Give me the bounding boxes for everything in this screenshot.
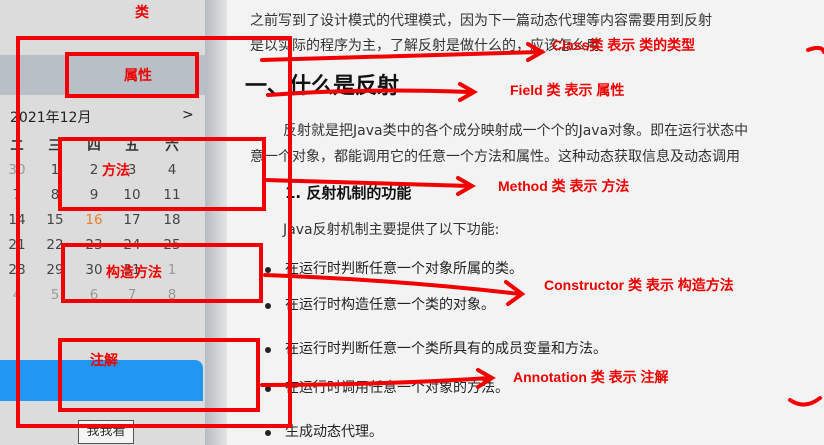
arrow-class [260, 50, 542, 62]
calendar-day[interactable]: 17 [123, 212, 141, 228]
calendar-day[interactable]: 11 [163, 187, 181, 203]
calendar-day[interactable]: 31 [123, 262, 141, 278]
bullet-dot [265, 303, 271, 309]
arrowhead [458, 82, 479, 102]
calendar-day[interactable]: 9 [89, 187, 99, 203]
calendar-day[interactable]: 8 [50, 187, 60, 203]
calendar-day[interactable]: 22 [46, 237, 64, 253]
calendar-day[interactable]: 8 [167, 287, 177, 303]
calendar-next-button[interactable]: > [182, 107, 194, 123]
calendar-day[interactable]: 3 [127, 162, 137, 178]
annotation-label-field: 属性 [124, 68, 152, 84]
calendar-day[interactable]: 2 [89, 162, 99, 178]
scribble [806, 45, 824, 54]
sidebar: 2021年12月 > 二 三 四 五 六 30 1 2 3 4 7 8 9 10… [0, 0, 212, 445]
annotation-class-label: 类 [135, 5, 149, 21]
annotation-label-method: 方法 [102, 163, 130, 179]
calendar-day[interactable]: 1 [167, 262, 177, 278]
definition-line-1: 反射就是把Java类中的各个成分映射成一个个的Java对象。即在运行状态中 [283, 123, 749, 139]
note-constructor: Constructor 类 表示 构造方法 [544, 277, 734, 293]
bullet-dot [265, 386, 271, 392]
sidebar-blue-banner[interactable] [0, 360, 203, 401]
calendar-day[interactable]: 10 [123, 187, 141, 203]
arrowhead [456, 176, 477, 196]
sidebar-divider [205, 0, 227, 445]
arrowhead [476, 368, 496, 389]
bullet-dot [265, 267, 271, 273]
calendar-weekday: 六 [165, 138, 179, 154]
calendar-day-today[interactable]: 16 [85, 212, 103, 228]
annotation-box-annotation [58, 338, 260, 412]
note-method: Method 类 表示 方法 [498, 178, 630, 194]
bullet-dot [265, 347, 271, 353]
calendar-day[interactable]: 6 [89, 287, 99, 303]
calendar-day[interactable]: 1 [50, 162, 60, 178]
scribble [788, 396, 822, 407]
arrowhead [504, 280, 526, 306]
bullet-item: 在运行时构造任意一个类的对象。 [285, 297, 495, 313]
intro-line-2: 是以实际的程序为主，了解反射是做什么的，应该怎么用 [250, 38, 600, 54]
arrow-annotation [260, 376, 492, 387]
arrowhead [526, 42, 547, 62]
features-intro: Java反射机制主要提供了以下功能: [283, 222, 500, 238]
arrow-field [266, 88, 472, 97]
arrow-method [263, 178, 472, 188]
article-content: 之前写到了设计模式的代理模式，因为下一篇动态代理等内容需要用到反射 是以实际的程… [227, 0, 824, 445]
annotation-box-method [58, 137, 266, 211]
intro-line-1: 之前写到了设计模式的代理模式，因为下一篇动态代理等内容需要用到反射 [250, 13, 712, 29]
calendar-day[interactable]: 7 [127, 287, 137, 303]
calendar-day[interactable]: 29 [46, 262, 64, 278]
annotation-label-constructor: 构造方法 [106, 265, 162, 281]
arrow-constructor [263, 273, 522, 296]
sidebar-header-band [0, 55, 212, 95]
annotation-box-field [65, 52, 199, 98]
annotation-label-annotation: 注解 [90, 353, 118, 369]
subsection-heading: 1. 反射机制的功能 [285, 184, 412, 202]
bullet-item: 在运行时判断任意一个类所具有的成员变量和方法。 [285, 341, 607, 357]
calendar-day[interactable]: 18 [163, 212, 181, 228]
definition-line-2: 意一个对象，都能调用它的任意一个方法和属性。这种动态获取信息及动态调用 [250, 149, 740, 165]
annotation-outer-box [16, 36, 292, 428]
calendar-month: 2021年12月 [10, 110, 92, 126]
calendar-day[interactable]: 5 [50, 287, 60, 303]
calendar-day[interactable]: 30 [85, 262, 103, 278]
note-class: Class类 表示 类的类型 [552, 37, 696, 53]
calendar-day[interactable]: 4 [167, 162, 177, 178]
calendar-weekday: 五 [125, 138, 139, 154]
bullet-dot [265, 430, 271, 436]
calendar-day[interactable]: 15 [46, 212, 64, 228]
bullet-item: 在运行时判断任意一个对象所属的类。 [285, 261, 523, 277]
note-annotation: Annotation 类 表示 注解 [513, 369, 669, 385]
bullet-item: 生成动态代理。 [285, 424, 383, 440]
note-field: Field 类 表示 属性 [510, 82, 625, 98]
calendar-weekday: 四 [87, 138, 101, 154]
annotation-box-constructor [61, 243, 263, 303]
